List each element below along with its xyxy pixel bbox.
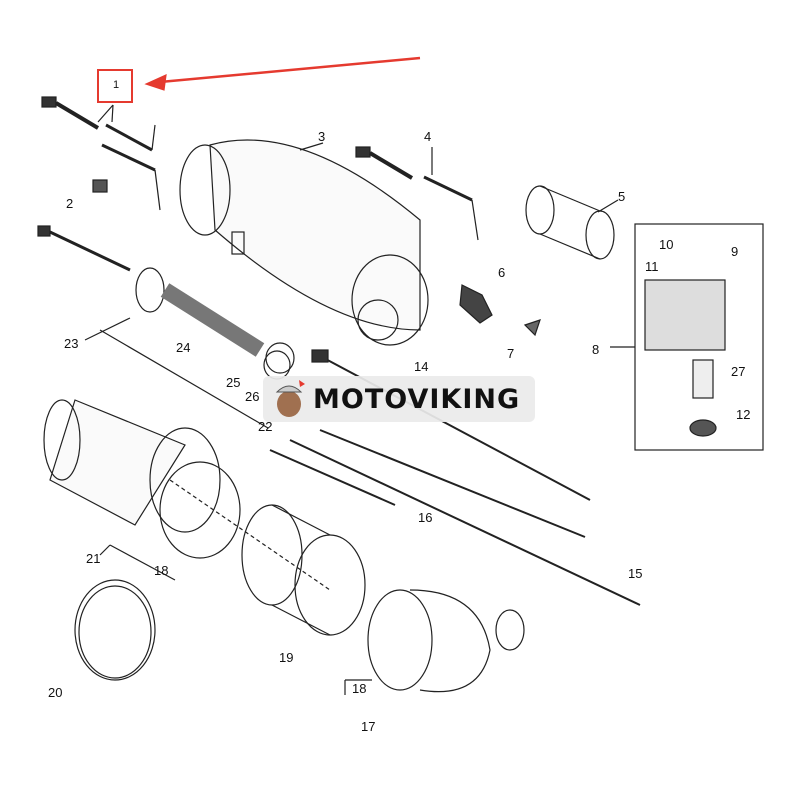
bracket-6 [459, 284, 493, 324]
part-label: 15 [628, 566, 643, 581]
highlight-arrow [144, 56, 421, 91]
part-label: 10 [659, 237, 674, 252]
part-label: 24 [176, 340, 191, 355]
part-label: 16 [418, 510, 433, 525]
part-label: 20 [48, 685, 63, 700]
sensor-harness-4 [355, 146, 479, 241]
heater-element-23 [37, 225, 269, 429]
clamp-20 [74, 579, 156, 681]
sensor-harness-1 [41, 96, 161, 211]
part-label: 8 [592, 342, 600, 357]
outlet-17 [367, 589, 525, 693]
part-label: 14 [414, 359, 429, 374]
watermark-text: MOTOVIKING [313, 383, 521, 415]
leader-lines [99, 544, 372, 695]
part-label: 12 [736, 407, 751, 422]
part-label: 23 [64, 336, 79, 351]
viking-mascot-icon [275, 380, 305, 417]
highlight-box [97, 69, 133, 103]
part-label: 5 [618, 189, 626, 204]
part-label: 27 [731, 364, 746, 379]
part-label: 18 [352, 681, 367, 696]
part-label: 1 [113, 79, 120, 91]
clip-2 [92, 179, 108, 193]
clip-7 [523, 319, 541, 337]
part-label: 2 [66, 196, 74, 211]
can-21 [43, 399, 241, 559]
part-label: 19 [279, 650, 294, 665]
part-label: 25 [226, 375, 241, 390]
watermark: MOTOVIKING [263, 376, 535, 422]
dpf-cylinder-3 [179, 139, 429, 346]
part-label: 6 [498, 265, 506, 280]
part-label: 22 [258, 419, 273, 434]
throttle-5 [525, 185, 619, 260]
part-label: 26 [245, 389, 260, 404]
part-label: 11 [645, 259, 659, 274]
part-label: 18 [154, 563, 169, 578]
part-label: 3 [318, 129, 326, 144]
can-19 [169, 479, 366, 636]
part-label: 21 [86, 551, 101, 566]
rings-25-26 [263, 342, 295, 380]
part-label: 7 [507, 346, 515, 361]
part-label: 9 [731, 244, 739, 259]
doser-assembly-box-8 [610, 223, 764, 451]
harness-lines [269, 349, 641, 606]
part-label: 17 [361, 719, 376, 734]
part-label: 4 [424, 129, 432, 144]
